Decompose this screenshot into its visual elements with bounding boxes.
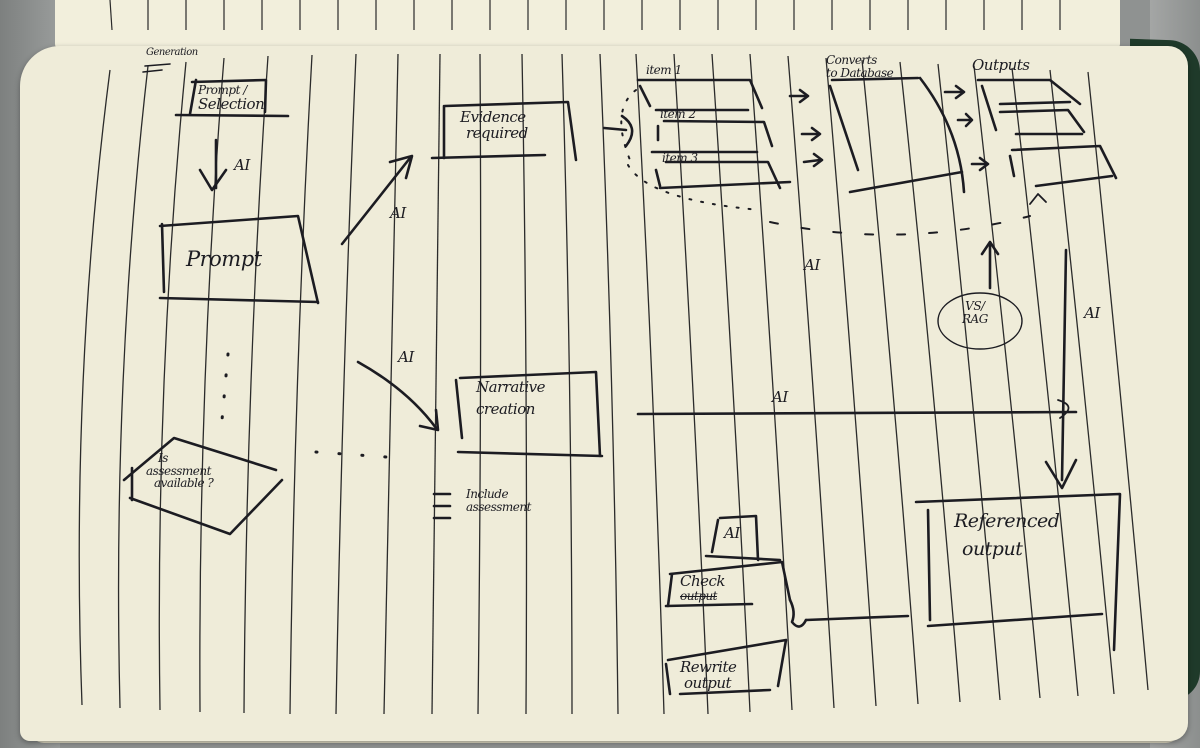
node-evidence-required: Evidence required: [460, 108, 528, 142]
edge-label-prompt-to-evidence: AI: [390, 204, 406, 222]
node-rewrite-output: Rewrite output: [680, 658, 737, 692]
edge-label-selection-to-prompt: AI: [234, 156, 250, 174]
evidence-line1: Evidence: [460, 108, 526, 126]
node-referenced-output: Referenced output: [954, 510, 1060, 560]
node-include-assessment: Include assessment: [466, 488, 531, 513]
node-prompt-selection: Prompt / Selection: [198, 83, 265, 113]
include-line2: assessment: [466, 499, 531, 514]
vs-rag-line1: VS/: [965, 299, 985, 313]
check-line2: output: [680, 588, 718, 603]
heading-scribble: Generation: [146, 47, 198, 58]
include-line1: Include: [466, 487, 509, 501]
diamond-line2: assessment: [146, 463, 211, 478]
prompt-selection-line2: Selection: [198, 94, 265, 113]
node-vs-rag: VS/ RAG: [962, 300, 988, 325]
rewrite-line1: Rewrite: [680, 658, 737, 676]
node-check-output: Check output: [680, 572, 726, 603]
page-rules: [78, 53, 1149, 715]
vs-rag-line2: RAG: [962, 311, 988, 326]
node-ai-box: AI: [724, 524, 740, 542]
edge-label-prompt-to-narrative: AI: [398, 348, 414, 366]
facing-page-rules: [109, 0, 1061, 31]
converts-line2: to Database: [826, 65, 894, 80]
edge-label-outputs-to-referenced: AI: [1084, 304, 1100, 322]
facing-page: [55, 0, 1120, 50]
diamond-line3: available ?: [154, 476, 214, 491]
node-narrative-creation: Narrative creation: [476, 378, 546, 418]
diamond-line1: Is: [158, 451, 168, 465]
referenced-line1: Referenced: [954, 510, 1060, 532]
converts-line1: Converts: [826, 53, 877, 67]
narrative-line1: Narrative: [476, 378, 546, 396]
narrative-line2: creation: [476, 399, 535, 418]
node-outputs: Outputs: [972, 56, 1030, 74]
rewrite-line2: output: [684, 673, 732, 692]
prompt-selection-box-outline: [174, 78, 290, 118]
edge-label-narrative-to-referenced: AI: [772, 388, 788, 406]
item-2-label: item 2: [660, 107, 696, 121]
node-prompt: Prompt: [186, 247, 262, 271]
node-is-assessment-available: Is assessment available ?: [146, 451, 214, 491]
item-1-label: item 1: [646, 63, 682, 77]
edge-label-database-loop: AI: [804, 256, 820, 274]
referenced-line2: output: [962, 537, 1023, 560]
node-converts-to-database: Converts to Database: [826, 53, 894, 80]
prompt-selection-line1: Prompt /: [198, 83, 247, 97]
item-3-label: item 3: [662, 151, 698, 165]
check-line1: Check: [680, 572, 726, 590]
evidence-line2: required: [466, 123, 528, 142]
